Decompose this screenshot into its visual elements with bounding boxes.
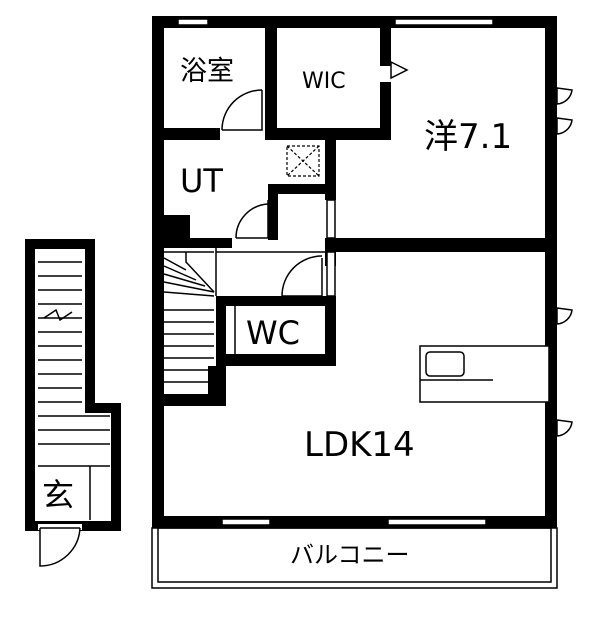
room-label-utility: UT [180,162,223,200]
room-label-wc: WC [246,314,300,352]
room-label-bath: 浴室 [180,56,234,87]
entrance-stair-block [25,239,121,567]
thin-lines [215,199,336,354]
interior-walls [162,26,549,406]
room-label-wic: WIC [302,69,346,94]
room-label-entrance: 玄 [42,476,74,514]
balcony-railing [151,527,558,589]
washer-space-icon [286,145,320,177]
interior-stairs [163,251,215,383]
room-label-ldk: LDK14 [304,425,415,465]
room-label-western: 洋7.1 [424,117,512,157]
room-label-balcony: バルコニー [290,541,410,569]
window-arcs [556,87,573,437]
door-swings [221,60,409,297]
windows [177,18,494,526]
kitchen-counter [419,345,550,403]
